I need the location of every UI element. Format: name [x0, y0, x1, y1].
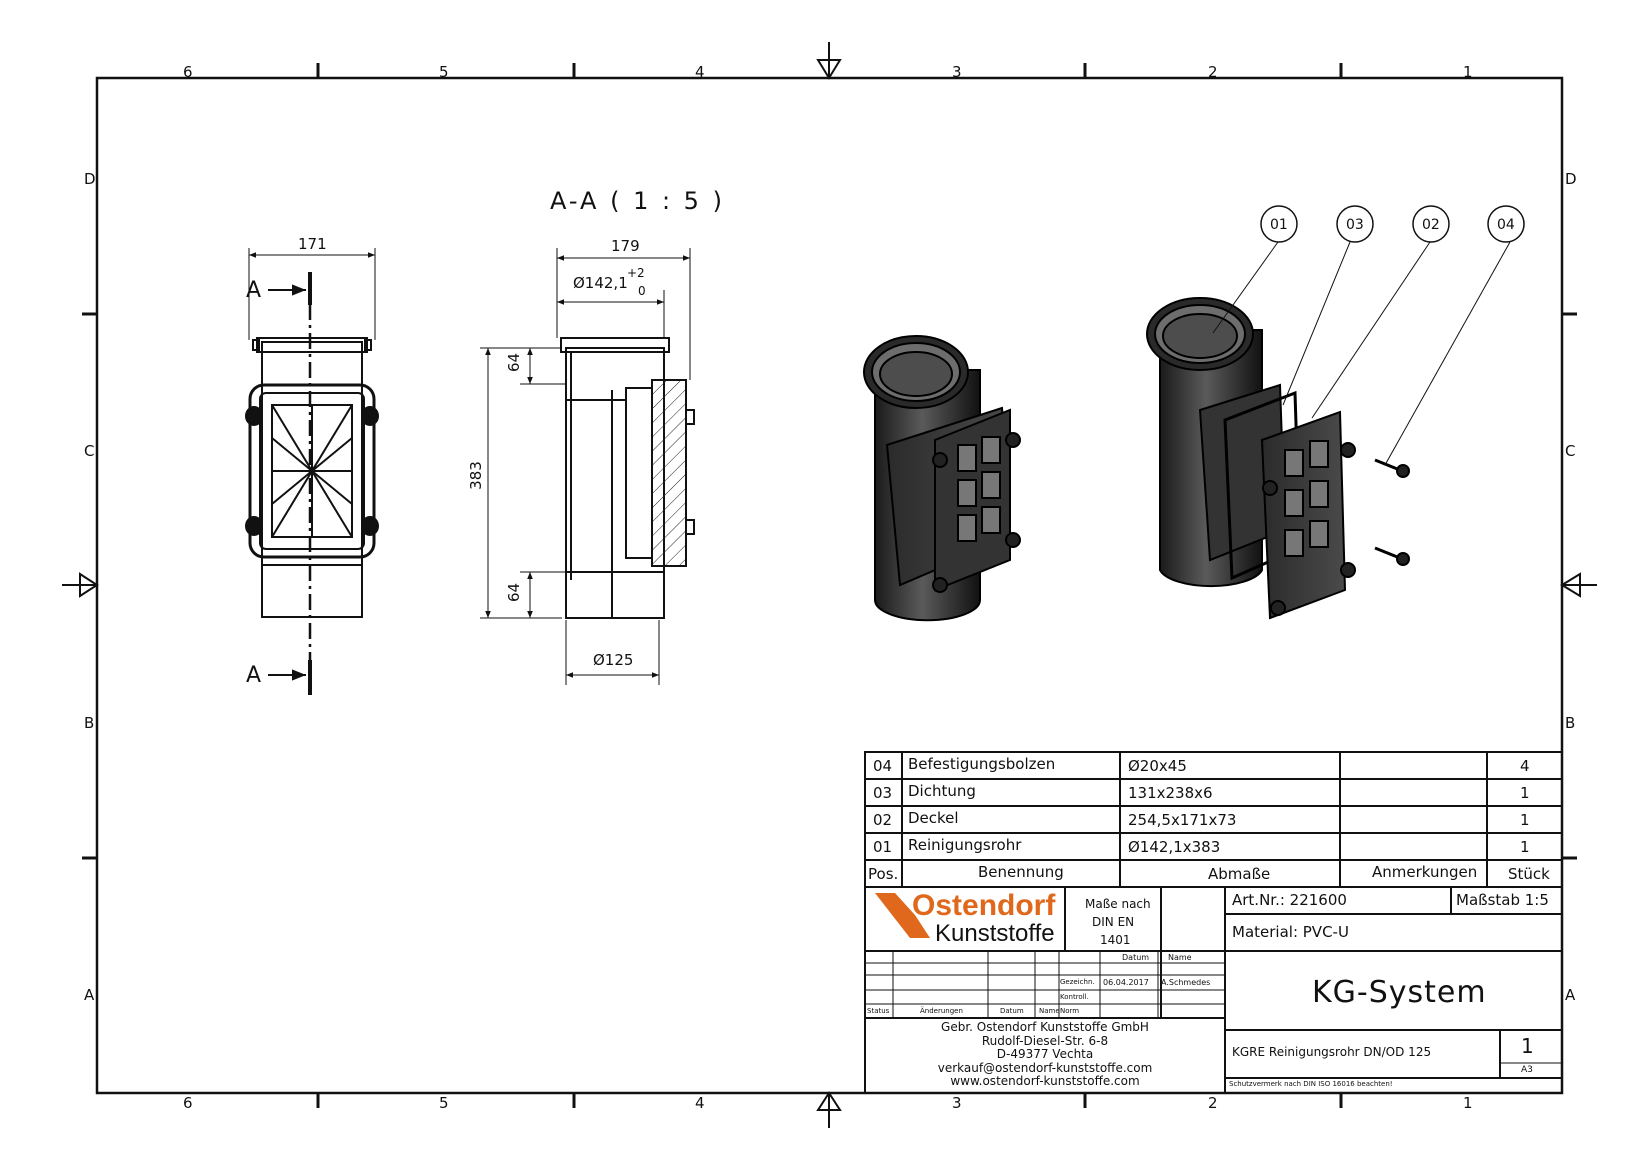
section-view	[480, 248, 695, 685]
col-label-1: 1	[1463, 63, 1473, 81]
row-norm: Norm	[1060, 1007, 1080, 1015]
address-line: Rudolf-Diesel-Str. 6-8	[981, 1033, 1109, 1048]
art-nr: Art.Nr.: 221600	[1232, 891, 1347, 909]
centering-marks	[62, 42, 1597, 1128]
material: Material: PVC-U	[1232, 923, 1349, 941]
col-label-5-bottom: 5	[439, 1094, 449, 1112]
dim-tol-lower: 0	[638, 284, 646, 298]
part-name: Dichtung	[908, 782, 976, 800]
dim-width-front: 171	[298, 235, 327, 253]
rev-status: Status	[867, 1007, 890, 1015]
col-label-2-bottom: 2	[1208, 1094, 1218, 1112]
part-qty: 1	[1520, 838, 1530, 856]
dim-socket-depth-bottom: 64	[505, 582, 524, 603]
part-pos: 03	[873, 784, 893, 802]
row-label-d: D	[84, 170, 96, 188]
col-name: Name	[1168, 953, 1192, 962]
dim-tol-upper: +2	[627, 266, 645, 280]
sheet-number: 1	[1521, 1034, 1534, 1058]
part-name: Deckel	[908, 809, 959, 827]
drawn-date: 06.04.2017	[1103, 978, 1149, 987]
company-address: Gebr. Ostendorf Kunststoffe GmbH Rudolf-…	[868, 1020, 1222, 1089]
col-datum: Datum	[1122, 953, 1150, 962]
col-label-4-bottom: 4	[695, 1094, 705, 1112]
zone-ticks	[82, 63, 1577, 1108]
part-size: 131x238x6	[1128, 784, 1213, 802]
row-kontrolle: Kontroll.	[1060, 993, 1089, 1001]
dim-pipe-diameter: Ø125	[593, 651, 634, 669]
col-label-6-bottom: 6	[183, 1094, 193, 1112]
protection-note: Schutzvermerk nach DIN ISO 16016 beachte…	[1229, 1080, 1393, 1088]
part-qty: 1	[1520, 784, 1530, 802]
part-pos: 04	[873, 757, 893, 775]
title-block-grid	[864, 751, 1563, 1094]
header-note: Anmerkungen	[1372, 863, 1478, 881]
part-pos: 02	[873, 811, 893, 829]
row-label-b: B	[84, 714, 95, 732]
scale: Maßstab 1:5	[1456, 891, 1549, 909]
balloons	[1260, 205, 1525, 243]
logo-ostendorf: Ostendorf	[912, 889, 1056, 922]
part-qty: 1	[1520, 811, 1530, 829]
row-label-c-right: C	[1565, 442, 1576, 460]
section-mark-top: A	[246, 278, 262, 303]
header-pos: Pos.	[868, 865, 899, 883]
col-label-2: 2	[1208, 63, 1218, 81]
col-label-5: 5	[439, 63, 449, 81]
row-label-b-right: B	[1565, 714, 1576, 732]
balloon-03: 03	[1346, 217, 1364, 233]
dim-height-total: 383	[466, 461, 485, 490]
drawn-name: A.Schmedes	[1161, 978, 1211, 987]
front-view	[245, 248, 379, 695]
col-label-3: 3	[952, 63, 962, 81]
address-line: verkauf@ostendorf-kunststoffe.com	[937, 1060, 1153, 1075]
part-pos: 01	[873, 838, 893, 856]
part-size: Ø20x45	[1128, 757, 1187, 775]
balloon-01: 01	[1270, 217, 1288, 233]
rev-date: Datum	[1000, 1007, 1024, 1015]
dim-socket-diameter: Ø142,1	[573, 274, 628, 292]
address-line: D-49377 Vechta	[996, 1047, 1094, 1061]
part-size: 254,5x171x73	[1128, 811, 1237, 829]
col-label-4: 4	[695, 63, 705, 81]
part-description: KGRE Reinigungsrohr DN/OD 125	[1232, 1045, 1432, 1059]
norm-line1: Maße nach	[1085, 897, 1151, 911]
dim-socket-depth-top: 64	[505, 352, 524, 373]
row-label-a: A	[84, 986, 95, 1004]
part-name: Befestigungsbolzen	[908, 755, 1056, 773]
row-label-d-right: D	[1565, 170, 1577, 188]
section-mark-bottom: A	[246, 663, 262, 688]
row-label-a-right: A	[1565, 986, 1576, 1004]
logo-kunststoffe: Kunststoffe	[935, 920, 1055, 947]
norm-line2: DIN EN	[1092, 915, 1135, 929]
part-name: Reinigungsrohr	[908, 836, 1022, 854]
col-label-6: 6	[183, 63, 193, 81]
col-label-3-bottom: 3	[952, 1094, 962, 1112]
balloon-leaders	[1212, 241, 1511, 466]
balloon-02: 02	[1422, 217, 1440, 233]
col-label-1-bottom: 1	[1463, 1094, 1473, 1112]
balloon-04: 04	[1497, 217, 1515, 233]
address-line: Gebr. Ostendorf Kunststoffe GmbH	[941, 1020, 1149, 1034]
header-size: Abmaße	[1208, 865, 1271, 883]
row-gezeichnet: Gezeichn.	[1060, 978, 1095, 986]
iso-assembled	[863, 335, 1021, 622]
rev-name: Name	[1039, 1007, 1060, 1015]
norm-line3: 1401	[1100, 933, 1131, 947]
sheet-format: A3	[1521, 1065, 1533, 1075]
logo-swoosh	[875, 893, 930, 938]
address-line: www.ostendorf-kunststoffe.com	[950, 1074, 1140, 1088]
section-title: A-A ( 1 : 5 )	[550, 187, 725, 215]
header-qty: Stück	[1508, 865, 1550, 883]
row-label-c: C	[84, 442, 95, 460]
part-qty: 4	[1520, 757, 1530, 775]
part-size: Ø142,1x383	[1128, 838, 1221, 856]
iso-exploded	[1146, 297, 1410, 620]
system-name: KG-System	[1312, 975, 1487, 1010]
rev-changes: Änderungen	[920, 1007, 963, 1015]
dim-width-side: 179	[611, 237, 640, 255]
header-name: Benennung	[978, 863, 1064, 881]
